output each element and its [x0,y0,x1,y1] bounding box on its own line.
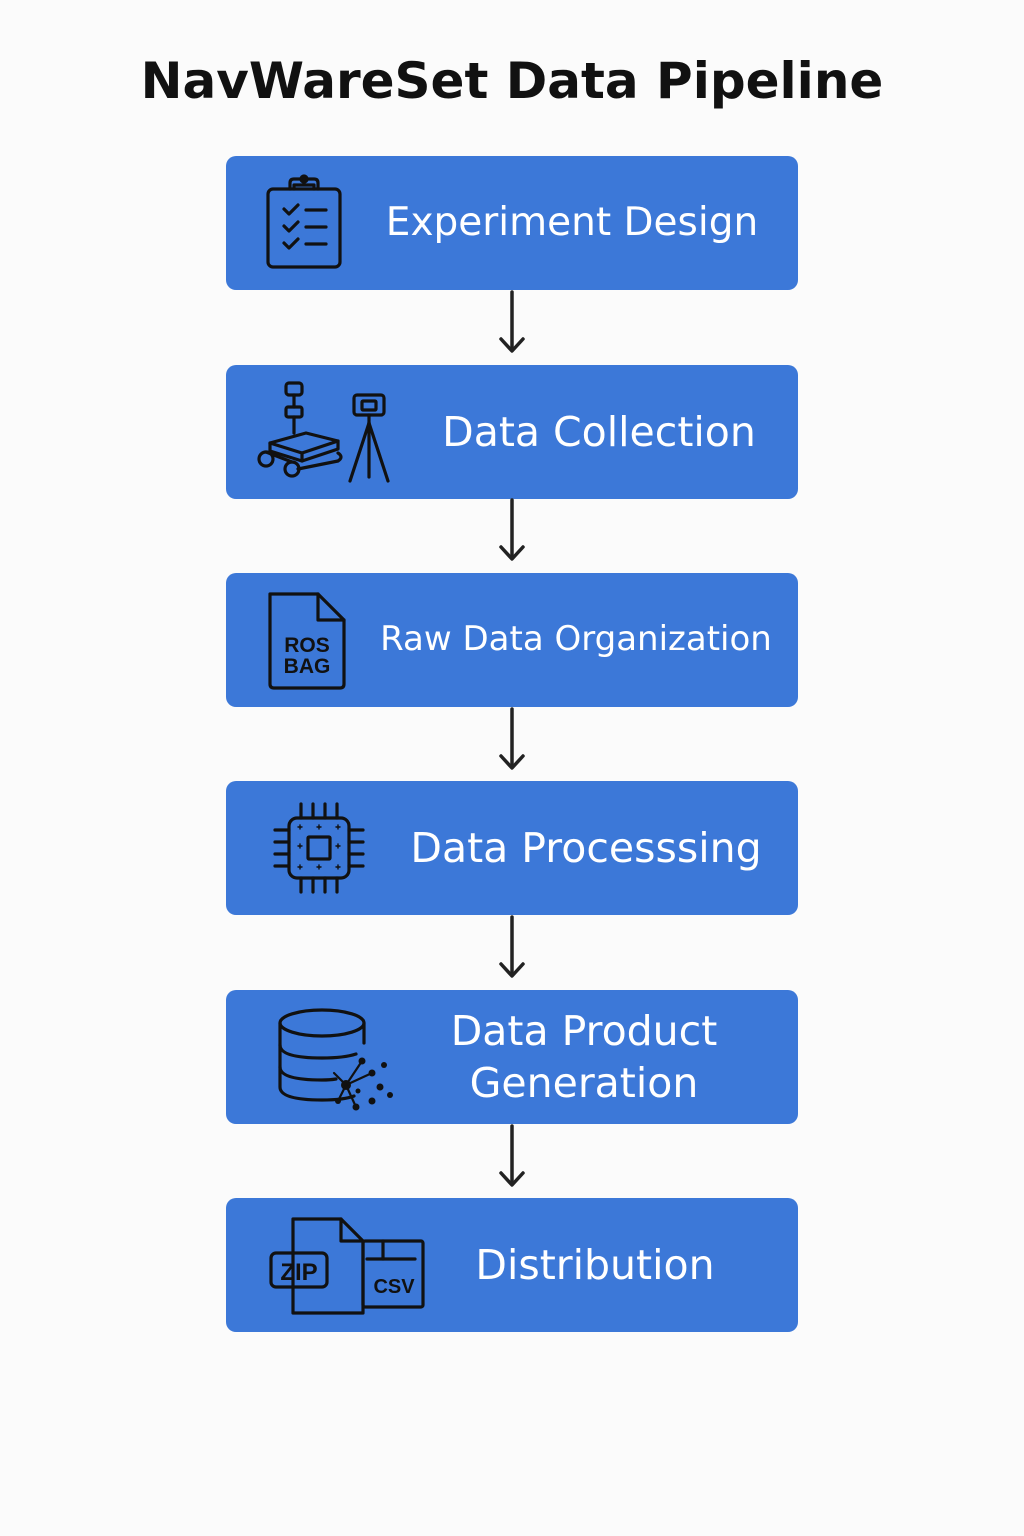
rosbag-file-icon: ROS BAG [256,573,356,707]
processor-chip-icon [264,781,374,915]
step-data-product-generation: Data Product Generation [226,990,798,1124]
arrow-down-icon [497,915,527,989]
step-label: Data Collection [442,407,756,456]
step-label: Data Processsing [410,823,762,872]
step-data-processing: Data Processsing [226,781,798,915]
rosbag-text-bottom: BAG [284,655,331,678]
clipboard-checklist-icon [256,156,352,290]
step-raw-data-organization: ROS BAG Raw Data Organization [226,573,798,707]
arrow-down-icon [497,1124,527,1198]
step-label: Experiment Design [385,200,759,246]
csv-text: CSV [373,1276,415,1298]
step-label: Distribution [475,1240,715,1289]
step-label: Data Product Generation [450,1006,718,1107]
rosbag-text-top: ROS [284,634,330,657]
step-data-collection: Data Collection [226,365,798,499]
database-network-icon [272,990,398,1124]
step-experiment-design: Experiment Design [226,156,798,290]
page-title: NavWareSet Data Pipeline [140,52,884,110]
arrow-down-icon [497,290,527,364]
robot-and-tripod-icon [254,365,400,499]
zip-text: ZIP [280,1259,317,1286]
step-distribution: ZIP CSV Distribution [226,1198,798,1332]
arrow-down-icon [497,498,527,572]
zip-csv-files-icon: ZIP CSV [266,1198,428,1332]
arrow-down-icon [497,707,527,781]
step-label: Raw Data Organization [380,619,772,660]
